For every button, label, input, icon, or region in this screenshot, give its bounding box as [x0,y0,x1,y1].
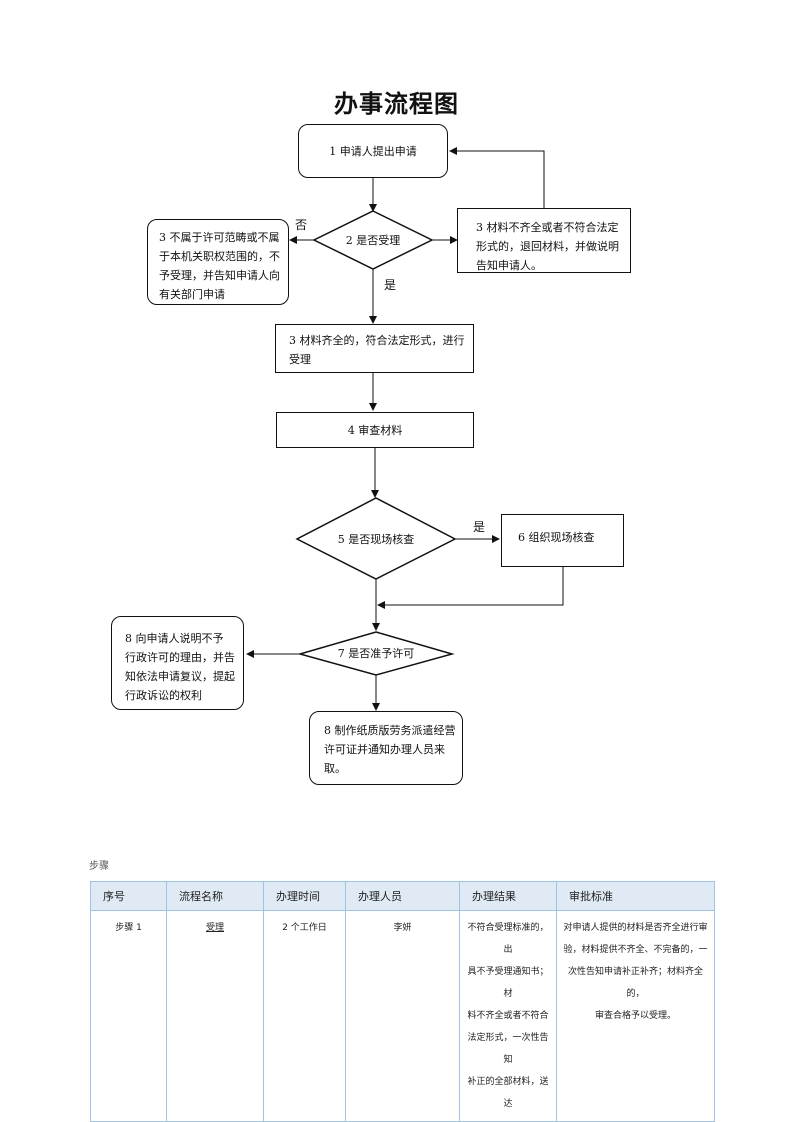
decision-permit-label: 7 是否准予许可 [337,647,415,660]
result-line-4: 法定形式，一次性告知 [467,1033,549,1065]
decision-site-check [295,497,457,580]
issue-line-1: 8 制作纸质版劳务派遣经营 [324,724,456,737]
issue-line-3: 取。 [324,762,346,775]
node-accept: 3 材料齐全的，符合法定形式，进行 受理 [275,324,474,373]
yes-label: 是 [384,278,397,292]
standard-line-3: 次性告知申请补正补齐；材料齐全的， [567,967,703,999]
decision-accept [312,210,434,270]
standard-line-2: 验，材料提供不齐全、不完备的，一 [563,945,708,955]
site-check-text: 6 组织现场核查 [518,531,595,544]
node-site-check: 6 组织现场核查 [501,514,624,567]
steps-table: 序号 流程名称 办理时间 办理人员 办理结果 审批标准 步骤 1 受理 2 个工… [90,881,715,1122]
node-apply-text: 1 申请人提出申请 [329,144,417,158]
table-row: 步骤 1 受理 2 个工作日 李妍 不符合受理标准的，出 具不予受理通知书；材 … [90,910,715,1122]
accept-line-1: 3 材料齐全的，符合法定形式，进行 [289,334,465,347]
header-standard: 审批标准 [556,881,715,911]
accept-line-2: 受理 [289,353,311,366]
arrow-n6-back [377,567,564,609]
incomplete-line-2: 形式的，退回材料，并做说明 [476,240,619,253]
decision-permit [297,631,455,676]
standard-line-1: 对申请人提供的材料是否齐全进行审 [563,923,708,933]
result-line-1: 不符合受理标准的，出 [467,923,549,955]
review-text: 4 审查材料 [347,423,403,437]
result-line-5: 补正的全部材料，送达 [467,1077,549,1109]
header-seq: 序号 [90,881,167,911]
cell-result: 不符合受理标准的，出 具不予受理通知书；材 料不齐全或者不符合 法定形式，一次性… [459,910,557,1122]
header-name: 流程名称 [166,881,264,911]
cell-name-link[interactable]: 受理 [205,923,224,933]
flow-connectors [246,147,564,711]
steps-section-label: 步骤 [89,861,109,872]
header-result: 办理结果 [459,881,557,911]
incomplete-line-3: 告知申请人。 [476,259,542,272]
decision-site-check-label: 5 是否现场核查 [337,533,415,546]
not-in-scope-line-4: 有关部门申请 [159,288,225,301]
node-reject-reason: 8 向申请人说明不予 行政许可的理由，并告 知依法申请复议，提起 行政诉讼的权利 [111,616,244,710]
header-time: 办理时间 [263,881,346,911]
reject-line-3: 知依法申请复议，提起 [125,670,235,683]
decision-accept-label: 2 是否受理 [345,234,401,247]
not-in-scope-line-2: 于本机关职权范围的，不 [159,250,280,263]
cell-standard: 对申请人提供的材料是否齐全进行审 验，材料提供不齐全、不完备的，一 次性告知申请… [556,910,715,1122]
yes-site-check-label: 是 [473,520,486,534]
incomplete-line-1: 3 材料不齐全或者不符合法定 [476,221,619,234]
reject-line-2: 行政许可的理由，并告 [125,651,235,664]
steps-header-row: 序号 流程名称 办理时间 办理人员 办理结果 审批标准 [90,881,715,911]
issue-line-2: 许可证并通知办理人员来 [324,743,445,756]
no-label: 否 [295,218,308,232]
standard-line-4: 审查合格予以受理。 [594,1011,676,1021]
not-in-scope-line-3: 予受理，并告知申请人向 [159,269,280,282]
cell-time: 2 个工作日 [263,910,346,1122]
header-person: 办理人员 [345,881,460,911]
cell-name: 受理 [166,910,264,1122]
arrow-right-back-n1 [449,147,545,208]
node-apply: 1 申请人提出申请 [298,124,448,178]
node-not-in-scope: 3 不属于许可范畴或不属 于本机关职权范围的，不 予受理，并告知申请人向 有关部… [147,219,289,305]
node-incomplete-materials: 3 材料不齐全或者不符合法定 形式的，退回材料，并做说明 告知申请人。 [457,208,631,273]
node-issue-permit: 8 制作纸质版劳务派遣经营 许可证并通知办理人员来 取。 [309,711,463,785]
page-title: 办事流程图 [334,89,459,118]
cell-seq: 步骤 1 [90,910,167,1122]
cell-person: 李妍 [345,910,460,1122]
result-line-2: 具不予受理通知书；材 [467,967,549,999]
reject-line-4: 行政诉讼的权利 [125,689,202,702]
reject-line-1: 8 向申请人说明不予 [125,632,224,645]
not-in-scope-line-1: 3 不属于许可范畴或不属 [159,231,280,244]
result-line-3: 料不齐全或者不符合 [467,1011,549,1021]
node-review: 4 审查材料 [276,412,474,448]
